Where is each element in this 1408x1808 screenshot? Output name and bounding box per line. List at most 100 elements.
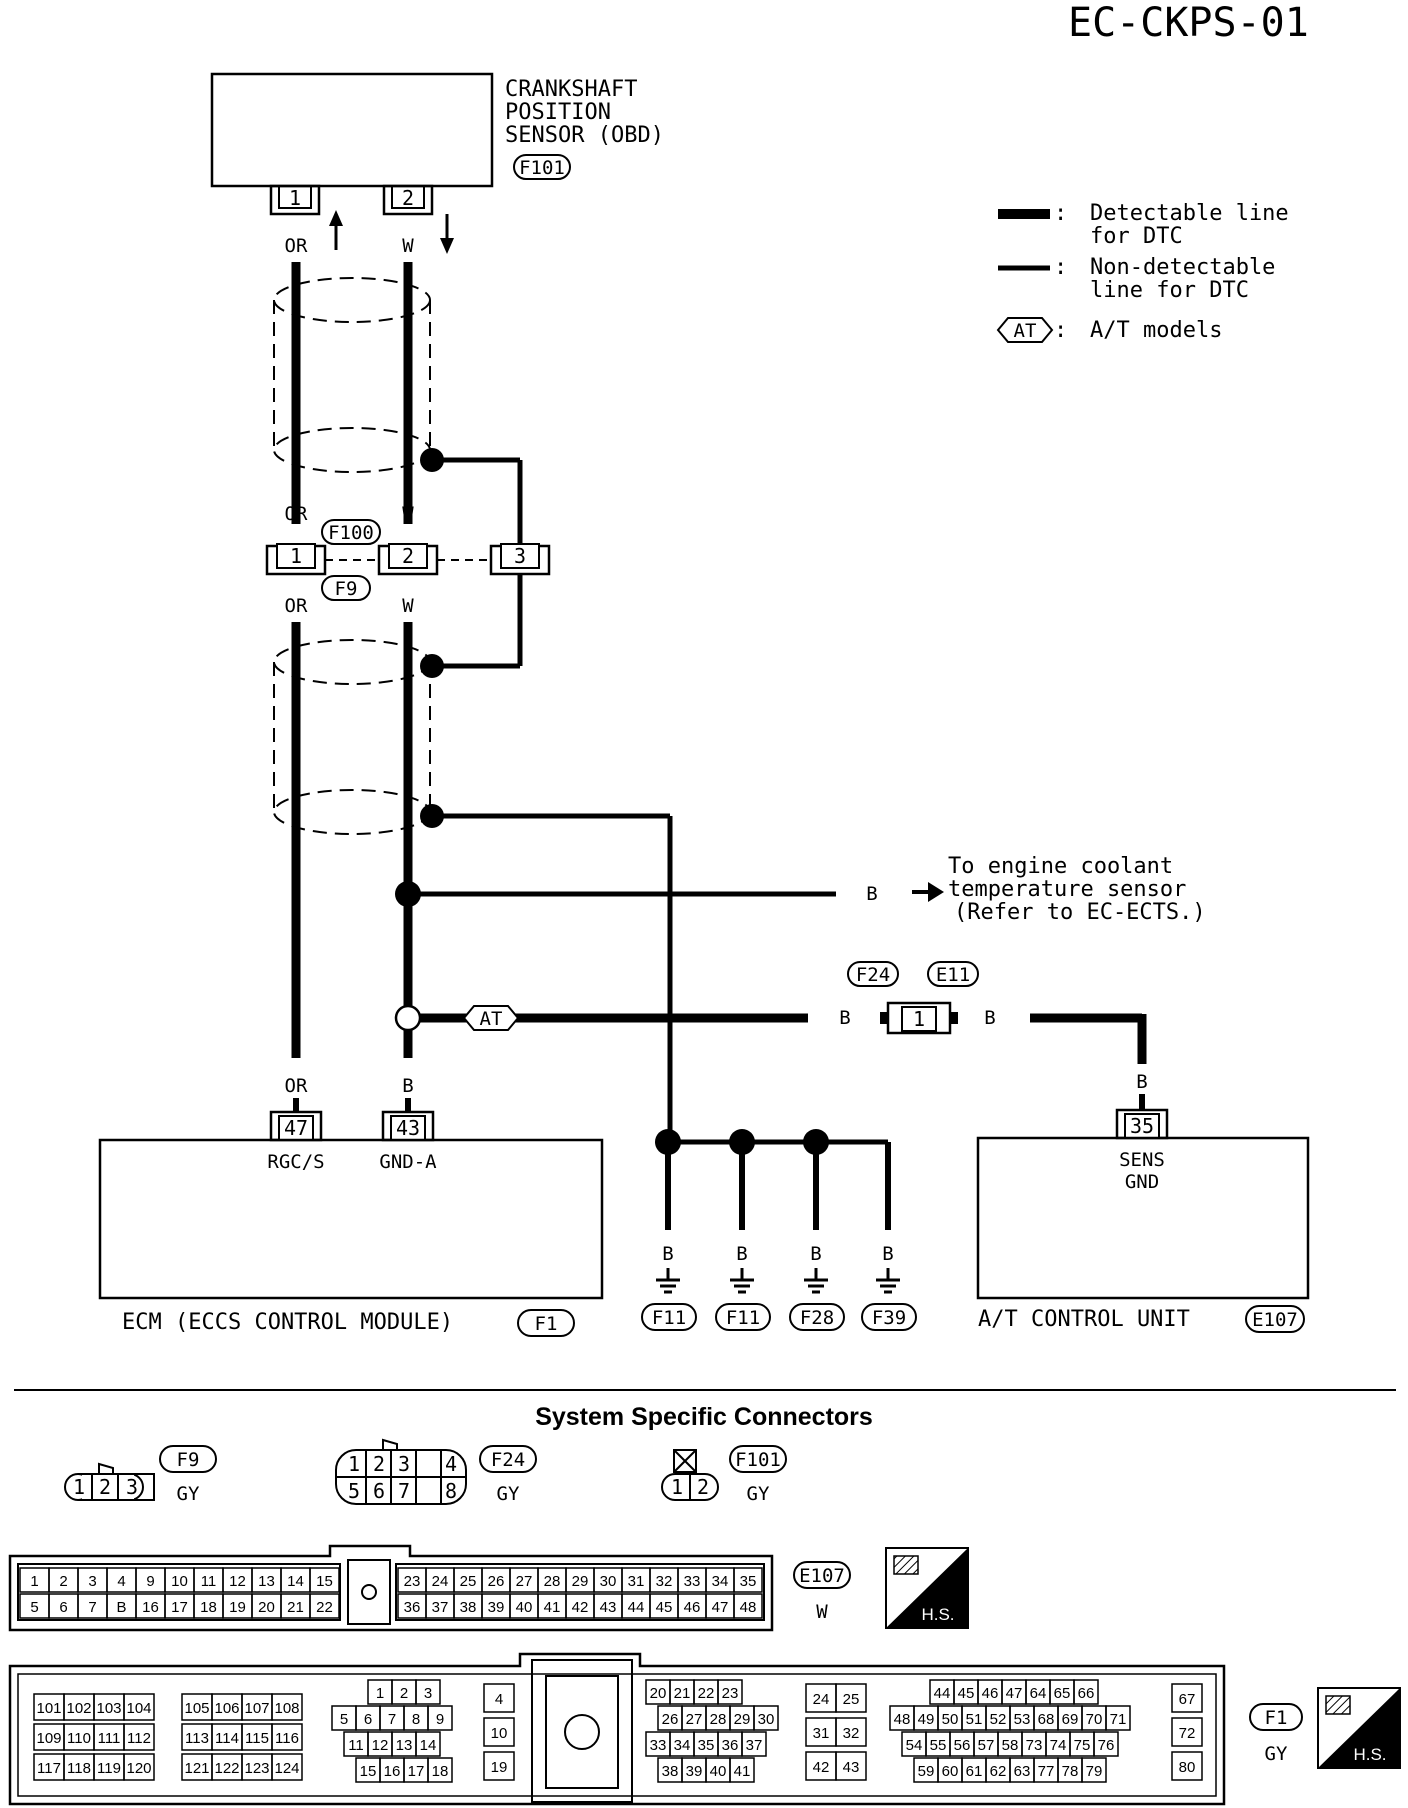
f1-pin-43-cell [835, 1751, 867, 1781]
f1-pin-35: 35 [698, 1737, 715, 1754]
f1-pin-42: 42 [813, 1759, 830, 1776]
f1-pin-9-cell [427, 1705, 453, 1731]
f1-pin-39: 39 [686, 1763, 703, 1780]
f1-pin-17: 17 [408, 1763, 425, 1780]
ecm-title: ECM (ECCS CONTROL MODULE) [122, 1310, 453, 1335]
e107-pin-20: 20 [258, 1599, 275, 1616]
ground-wire-color-1: B [662, 1243, 673, 1265]
e107-pin-34: 34 [712, 1573, 729, 1590]
f1-pin-62: 62 [990, 1763, 1007, 1780]
f1-pin-20: 20 [650, 1685, 667, 1702]
f9-id: F9 [177, 1449, 200, 1471]
f1-pin-14: 14 [420, 1737, 437, 1754]
f1-pin-75: 75 [1074, 1737, 1091, 1754]
f1-pin-60: 60 [942, 1763, 959, 1780]
f1-pin-105: 105 [184, 1700, 209, 1717]
f1-pin-53: 53 [1014, 1711, 1031, 1728]
f24-pin-8: 8 [445, 1479, 457, 1503]
f24-pin-7: 7 [398, 1479, 410, 1503]
f1-pin-9: 9 [436, 1711, 444, 1728]
e107-pin-48: 48 [740, 1599, 757, 1616]
f1-pin-18: 18 [432, 1763, 449, 1780]
legend-colon-2: : [1054, 255, 1067, 280]
wire-color-w-3: W [402, 595, 414, 617]
f1-pin-67: 67 [1179, 1691, 1196, 1708]
f1-pin-72: 72 [1179, 1725, 1196, 1742]
sensor-label-2: POSITION [505, 100, 611, 125]
f1-pin-123: 123 [244, 1760, 269, 1777]
f1-pin-55: 55 [930, 1737, 947, 1754]
e107-pin-47: 47 [712, 1599, 729, 1616]
f1-pin-27: 27 [686, 1711, 703, 1728]
e107-id: E107 [799, 1565, 845, 1587]
f1-pin-109: 109 [36, 1730, 61, 1747]
f24-pin-2: 2 [373, 1452, 385, 1476]
junction-connector-top-id: F100 [328, 522, 374, 544]
at-symbol-label: AT [480, 1008, 503, 1030]
f101-pin-2: 2 [697, 1475, 709, 1499]
legend-non-detectable-1: Non-detectable [1090, 255, 1275, 280]
f1-pin-108: 108 [274, 1700, 299, 1717]
f1-pin-65: 65 [1054, 1685, 1071, 1702]
e107-pin-1: 1 [30, 1573, 38, 1590]
e107-pin-44: 44 [628, 1599, 645, 1616]
f1-pin-37: 37 [746, 1737, 763, 1754]
splice-dot-2 [420, 654, 444, 678]
f1-pin-45: 45 [958, 1685, 975, 1702]
f1-pin-24: 24 [813, 1691, 830, 1708]
connectors-section-title: System Specific Connectors [535, 1403, 873, 1431]
f1-pin-25-cell [835, 1683, 867, 1713]
e107-pin-13: 13 [258, 1573, 275, 1590]
e107-pin-29: 29 [572, 1573, 589, 1590]
f1-pin-52: 52 [990, 1711, 1007, 1728]
f1-pin-26: 26 [662, 1711, 679, 1728]
f1-pin-10: 10 [491, 1725, 508, 1742]
e107-pin-26: 26 [488, 1573, 505, 1590]
f1-pin-101: 101 [36, 1700, 61, 1717]
f1-pin-66-cell [1073, 1679, 1099, 1705]
e107-pin-45: 45 [656, 1599, 673, 1616]
e107-pin-21: 21 [287, 1599, 304, 1616]
e107-pin-43: 43 [600, 1599, 617, 1616]
e107-pin-19: 19 [229, 1599, 246, 1616]
f24-pin-6: 6 [373, 1479, 385, 1503]
f1-pin-30: 30 [758, 1711, 775, 1728]
e107-pin-23: 23 [404, 1573, 421, 1590]
f1-pin-76-cell [1093, 1731, 1119, 1757]
f1-pin-102: 102 [66, 1700, 91, 1717]
e107-pin-18: 18 [200, 1599, 217, 1616]
f1-pin-115: 115 [245, 1730, 269, 1747]
e107-pin-35-cell [733, 1567, 763, 1593]
f1-pin-16: 16 [384, 1763, 401, 1780]
junction-connector: OR W F100 1 2 3 F9 OR W [265, 503, 551, 617]
f1-pin-15: 15 [360, 1763, 377, 1780]
f1-pin-50: 50 [942, 1711, 959, 1728]
ground-wire-color-2: B [736, 1243, 747, 1265]
f1-pin-74: 74 [1050, 1737, 1067, 1754]
at-control-unit: 35 SENS GND A/T CONTROL UNIT E107 [976, 1108, 1310, 1333]
f1-pin-112-cell [123, 1723, 155, 1751]
ecm-pin-43: 43 [396, 1116, 420, 1140]
f1-pin-80-cell [1171, 1751, 1203, 1781]
f1-pin-19-cell [483, 1751, 515, 1781]
f1-pin-61: 61 [966, 1763, 983, 1780]
f1-pin-67-cell [1171, 1683, 1203, 1713]
wire-color-or-1: OR [285, 235, 308, 257]
f1-pin-48: 48 [894, 1711, 911, 1728]
f1-pin-56: 56 [954, 1737, 971, 1754]
ecm-wire-color-or: OR [285, 1075, 308, 1097]
f1-pin-73: 73 [1026, 1737, 1043, 1754]
f1-pin-47: 47 [1006, 1685, 1023, 1702]
f24-pin-5: 5 [348, 1479, 360, 1503]
e107-pin-2: 2 [59, 1573, 67, 1590]
f101-pin-1: 1 [671, 1475, 683, 1499]
e107-pin-5: 5 [30, 1599, 38, 1616]
e107-pin-38: 38 [460, 1599, 477, 1616]
legend-detectable-1: Detectable line [1090, 201, 1289, 226]
e107-pin-28: 28 [544, 1573, 561, 1590]
f1-pin-37-cell [741, 1731, 767, 1757]
f1-pin-79-cell [1081, 1757, 1107, 1783]
e107-pin-39: 39 [488, 1599, 505, 1616]
wire-color-w-1: W [402, 235, 414, 257]
tcu-connector-id: E107 [1252, 1309, 1298, 1331]
